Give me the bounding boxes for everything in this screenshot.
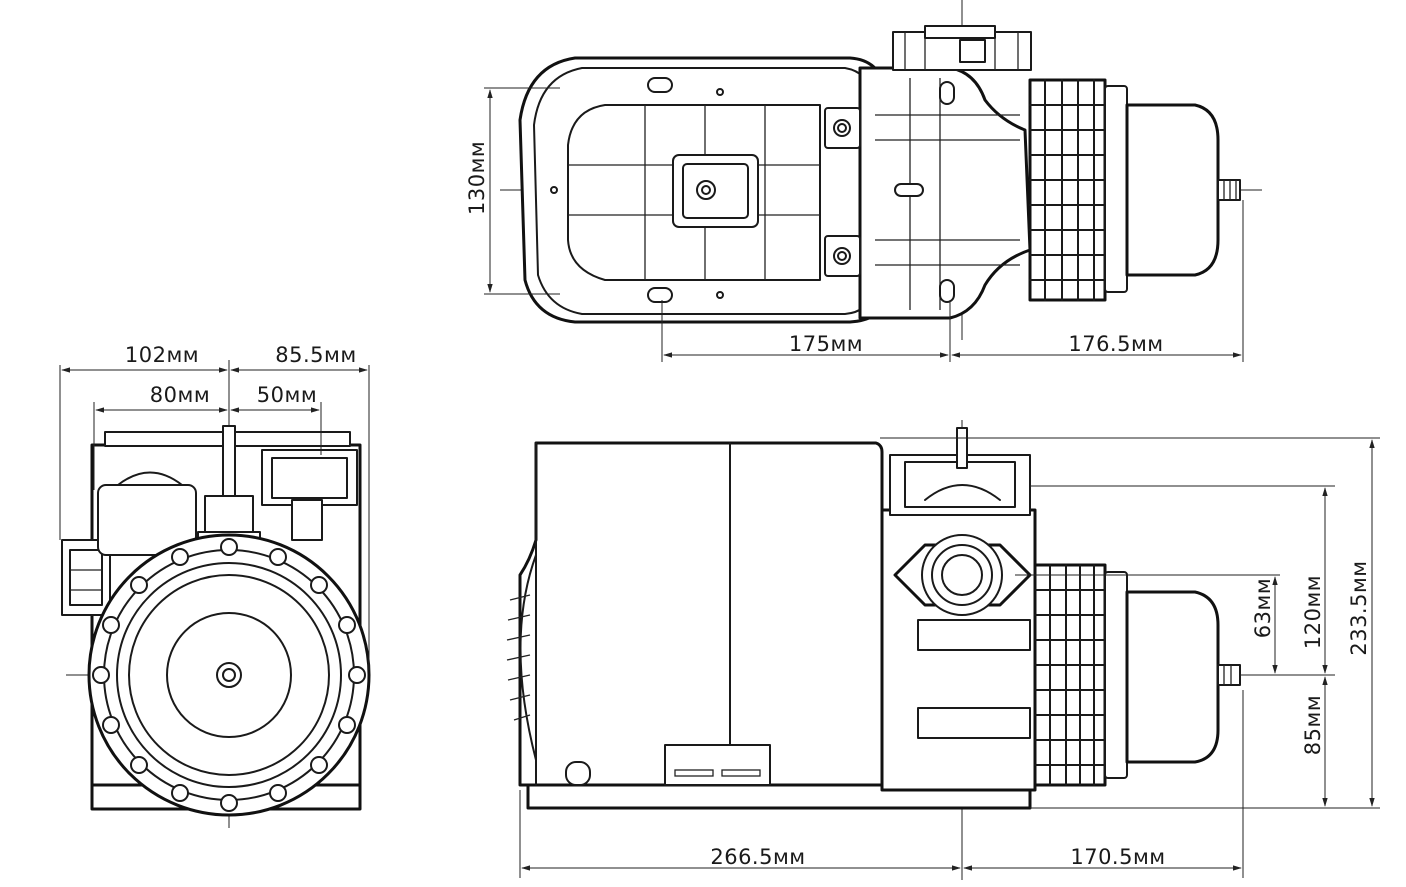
front-view-top-housing (97, 484, 197, 556)
top-view-strainer-ribs (1029, 79, 1106, 301)
dim-label-266-5: 266.5мм (710, 845, 805, 869)
side-view: 120мм 63мм 233.5мм 85мм 266.5мм 170.5мм (506, 420, 1380, 880)
dim-label-175: 175мм (789, 332, 863, 356)
top-view-slot-bottom (647, 287, 673, 303)
side-view-strainer-basket (1033, 563, 1107, 787)
front-view: 102мм 85.5мм 80мм 50мм (59, 343, 371, 828)
top-view-strainer-basket (1028, 78, 1107, 302)
top-view-slot-top (647, 77, 673, 93)
top-view-lid (1125, 103, 1220, 277)
side-view-end-bolt (1217, 664, 1241, 686)
front-view-hub (166, 612, 292, 738)
side-view-terminal-box (664, 744, 771, 786)
side-view-lid (1125, 590, 1220, 764)
dim-label-50: 50мм (257, 383, 317, 407)
front-view-vent-pin (222, 425, 236, 497)
top-view-fan-cover (567, 104, 821, 281)
side-view-strainer-ribs (1034, 564, 1106, 786)
top-view: 130мм 175мм 176.5мм (465, 0, 1262, 362)
top-view-center-bolt (696, 180, 716, 200)
dim-label-120: 120мм (1301, 575, 1325, 649)
top-view-end-bolt (1217, 179, 1241, 201)
front-view-top-right-connector (261, 449, 358, 506)
dim-label-233-5: 233.5мм (1347, 560, 1371, 655)
dim-label-80: 80мм (150, 383, 210, 407)
dim-label-102: 102мм (125, 343, 199, 367)
dim-label-85-5: 85.5мм (275, 343, 356, 367)
front-view-flange-bolts (92, 538, 366, 812)
dim-label-63: 63мм (1251, 578, 1275, 638)
dim-label-170-5: 170.5мм (1070, 845, 1165, 869)
front-view-shaft (216, 662, 242, 688)
side-view-motor-housing (518, 441, 884, 787)
dim-label-176-5: 176.5мм (1068, 332, 1163, 356)
dim-label-85: 85мм (1301, 695, 1325, 755)
side-view-port-ring (921, 534, 1003, 616)
side-view-cooling-fins (506, 554, 537, 761)
dim-label-130: 130мм (465, 141, 489, 215)
side-view-ground-screw (565, 761, 591, 786)
side-view-vent-pin (956, 427, 968, 469)
